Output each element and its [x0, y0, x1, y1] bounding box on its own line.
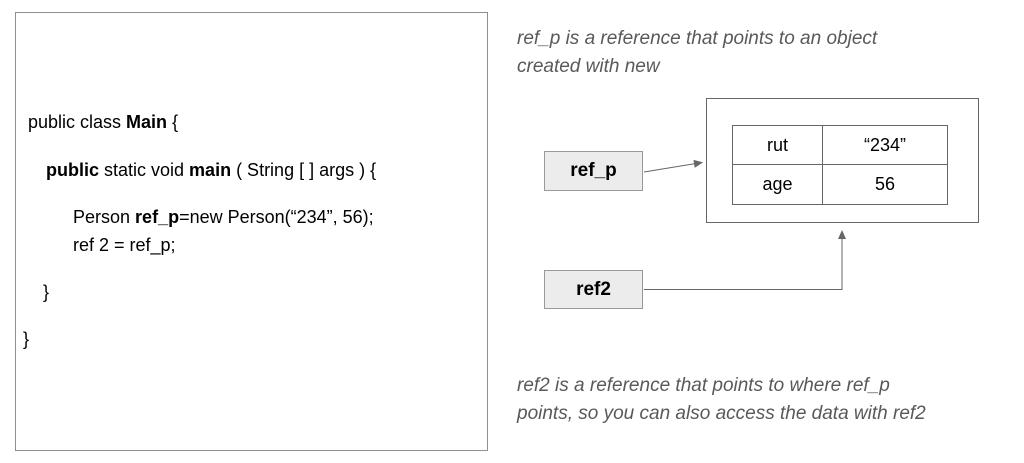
code-line-ref2-assign: ref 2 = ref_p;: [73, 234, 176, 256]
code-text: static void: [99, 160, 190, 180]
code-text: public class: [28, 112, 127, 132]
code-text: Person: [73, 207, 136, 227]
note-line: created with new: [517, 56, 660, 77]
arrow-ref2-to-object-icon: [644, 230, 846, 290]
person-object-table: rut “234” age 56: [732, 125, 948, 205]
java-code-panel: public class Main { public static void m…: [15, 12, 488, 451]
code-line-main-decl: public static void main ( String [ ] arg…: [46, 159, 376, 181]
note-line: ref_p is a reference that points to an o…: [517, 28, 878, 49]
refp-variable-box: ref_p: [544, 151, 643, 191]
code-line-close-class: }: [23, 328, 29, 350]
arrow-refp-to-object-icon: [643, 159, 703, 173]
code-line-class-decl: public class Main {: [28, 111, 178, 133]
code-line-new-person: Person ref_p=new Person(“234”, 56);: [73, 206, 374, 228]
table-cell-value: 56: [874, 174, 896, 194]
code-text: ( String [ ] args ) {: [231, 160, 377, 180]
code-method-name: main: [189, 160, 232, 180]
note-ref2-explanation: ref2 is a reference that points to where…: [517, 372, 926, 428]
refp-label: ref_p: [570, 160, 617, 181]
table-cell-value: “234”: [823, 126, 947, 165]
code-var-refp: ref_p: [135, 207, 180, 227]
code-text: }: [43, 282, 50, 302]
note-line: ref2 is a reference that points to where…: [517, 375, 890, 396]
table-cell-field: rut: [733, 126, 823, 165]
ref2-label: ref2: [576, 278, 611, 300]
note-refp-explanation: ref_p is a reference that points to an o…: [517, 25, 877, 81]
note-line: points, so you can also access the data …: [517, 403, 926, 424]
ref2-variable-box: ref2: [544, 270, 643, 309]
code-line-close-main: }: [43, 281, 49, 303]
code-text: {: [167, 112, 179, 132]
table-cell-field: age: [733, 165, 823, 204]
code-text: ref 2 = ref_p;: [73, 235, 176, 255]
code-text: =new Person(“234”, 56);: [179, 207, 374, 227]
code-keyword: public: [46, 160, 99, 180]
code-class-name: Main: [126, 112, 168, 132]
code-text: }: [23, 329, 30, 349]
